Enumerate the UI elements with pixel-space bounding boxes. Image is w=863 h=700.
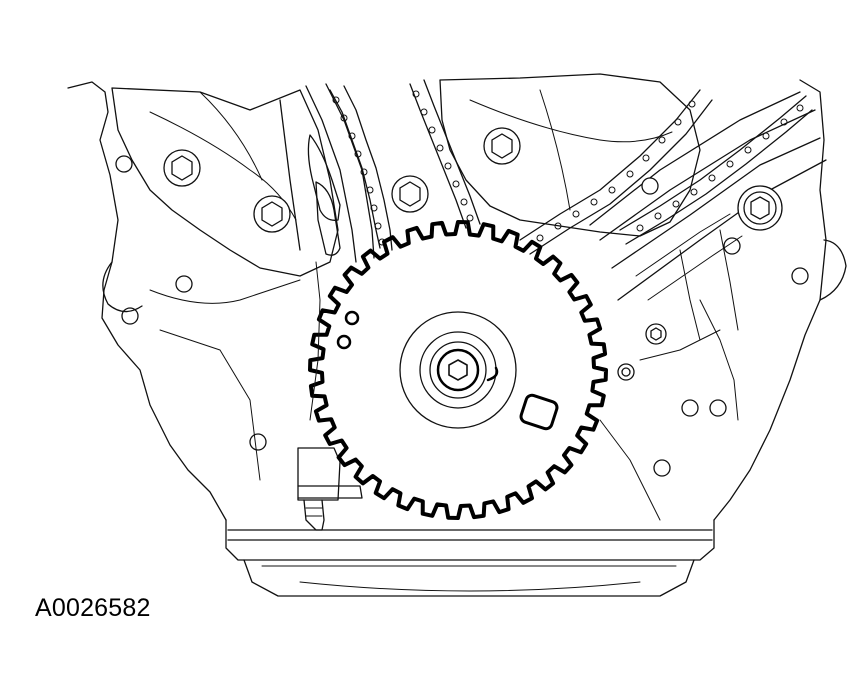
engine-block-outline xyxy=(67,79,847,561)
left-cylinder-head xyxy=(111,87,339,277)
oil-pan xyxy=(227,529,713,597)
bolt-6 xyxy=(645,323,667,345)
block-detail-lines xyxy=(149,261,739,521)
bolt-7 xyxy=(617,363,635,381)
bolt-2 xyxy=(253,195,291,233)
bolt-5 xyxy=(737,185,783,231)
crank-sensor xyxy=(297,447,363,531)
figure-id-label: A0026582 xyxy=(35,594,151,622)
bolt-8 xyxy=(641,177,659,195)
timing-chain-center xyxy=(409,79,481,229)
block-mounting-holes xyxy=(115,155,809,477)
bolt-4 xyxy=(483,127,521,165)
crankshaft-sprocket xyxy=(308,220,608,520)
bolt-1 xyxy=(163,149,201,187)
timing-chain-right xyxy=(519,89,713,255)
bolt-3 xyxy=(391,175,429,213)
right-cylinder-head xyxy=(439,73,701,237)
bolts xyxy=(163,127,783,381)
timing-chain-far-right xyxy=(619,95,813,245)
timing-chain-left xyxy=(329,85,393,251)
